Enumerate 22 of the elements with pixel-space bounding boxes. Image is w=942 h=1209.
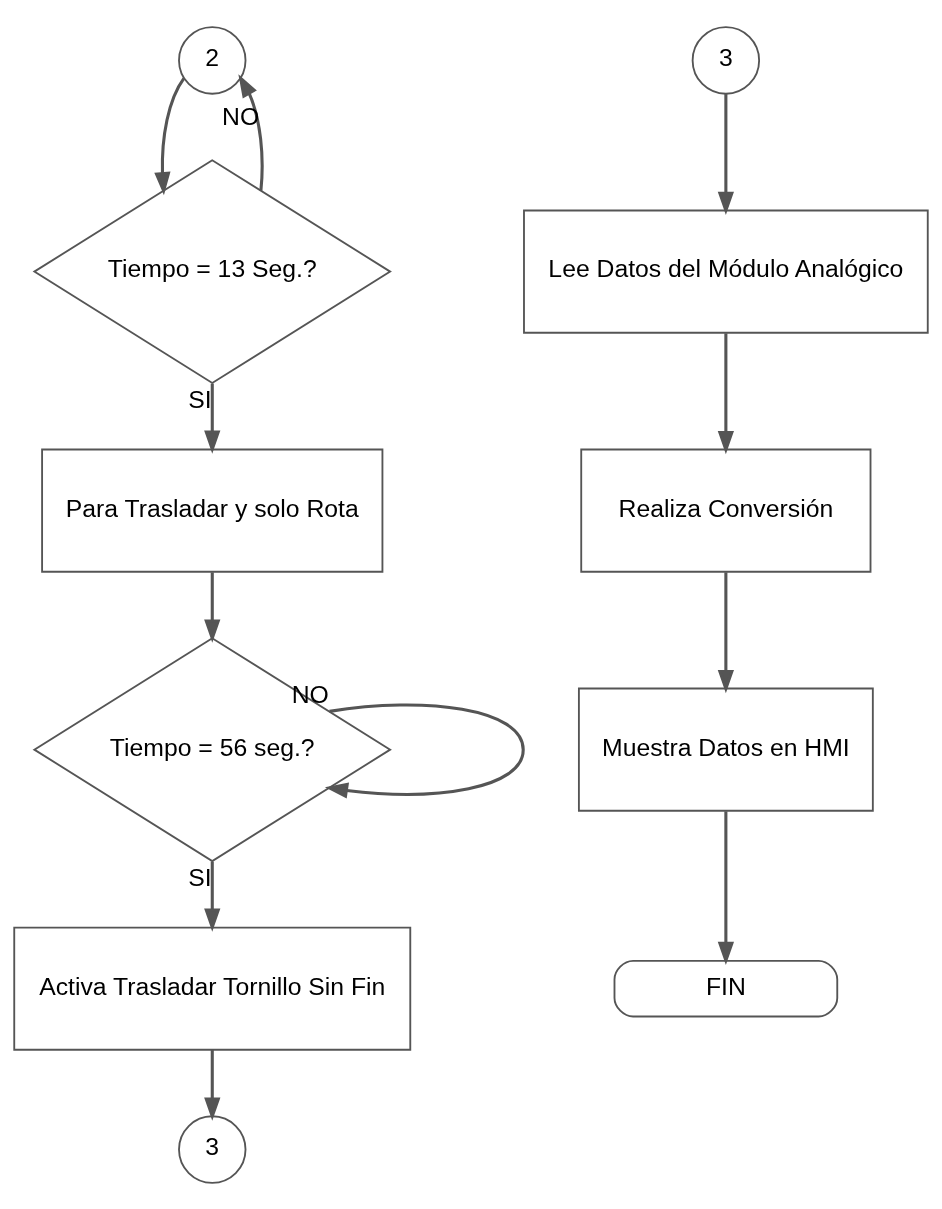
node-circle: 3 xyxy=(691,25,761,95)
node-box: Realiza Conversión xyxy=(580,448,872,573)
node-box: Muestra Datos en HMI xyxy=(577,687,874,812)
node-circle: 3 xyxy=(178,1114,247,1184)
node-box: FIN xyxy=(613,959,839,1017)
edge-label: SI xyxy=(188,863,212,891)
node-box: Para Trasladar y solo Rota xyxy=(41,448,384,573)
arrow xyxy=(204,1049,221,1121)
arrow xyxy=(324,703,525,799)
arrow xyxy=(717,571,734,693)
arrow xyxy=(717,332,734,454)
arrow xyxy=(154,76,186,195)
arrow xyxy=(204,861,221,932)
arrow xyxy=(204,571,221,643)
edge-label: SI xyxy=(188,385,212,413)
node-diamond: Tiempo = 13 Seg.? xyxy=(32,158,392,384)
arrow xyxy=(204,383,221,454)
node-box: Lee Datos del Módulo Analógico xyxy=(523,209,929,334)
arrow xyxy=(717,93,734,215)
arrow xyxy=(717,810,734,965)
node-box: Activa Trasladar Tornillo Sin Fin xyxy=(13,926,412,1051)
node-circle: 2 xyxy=(178,25,247,95)
